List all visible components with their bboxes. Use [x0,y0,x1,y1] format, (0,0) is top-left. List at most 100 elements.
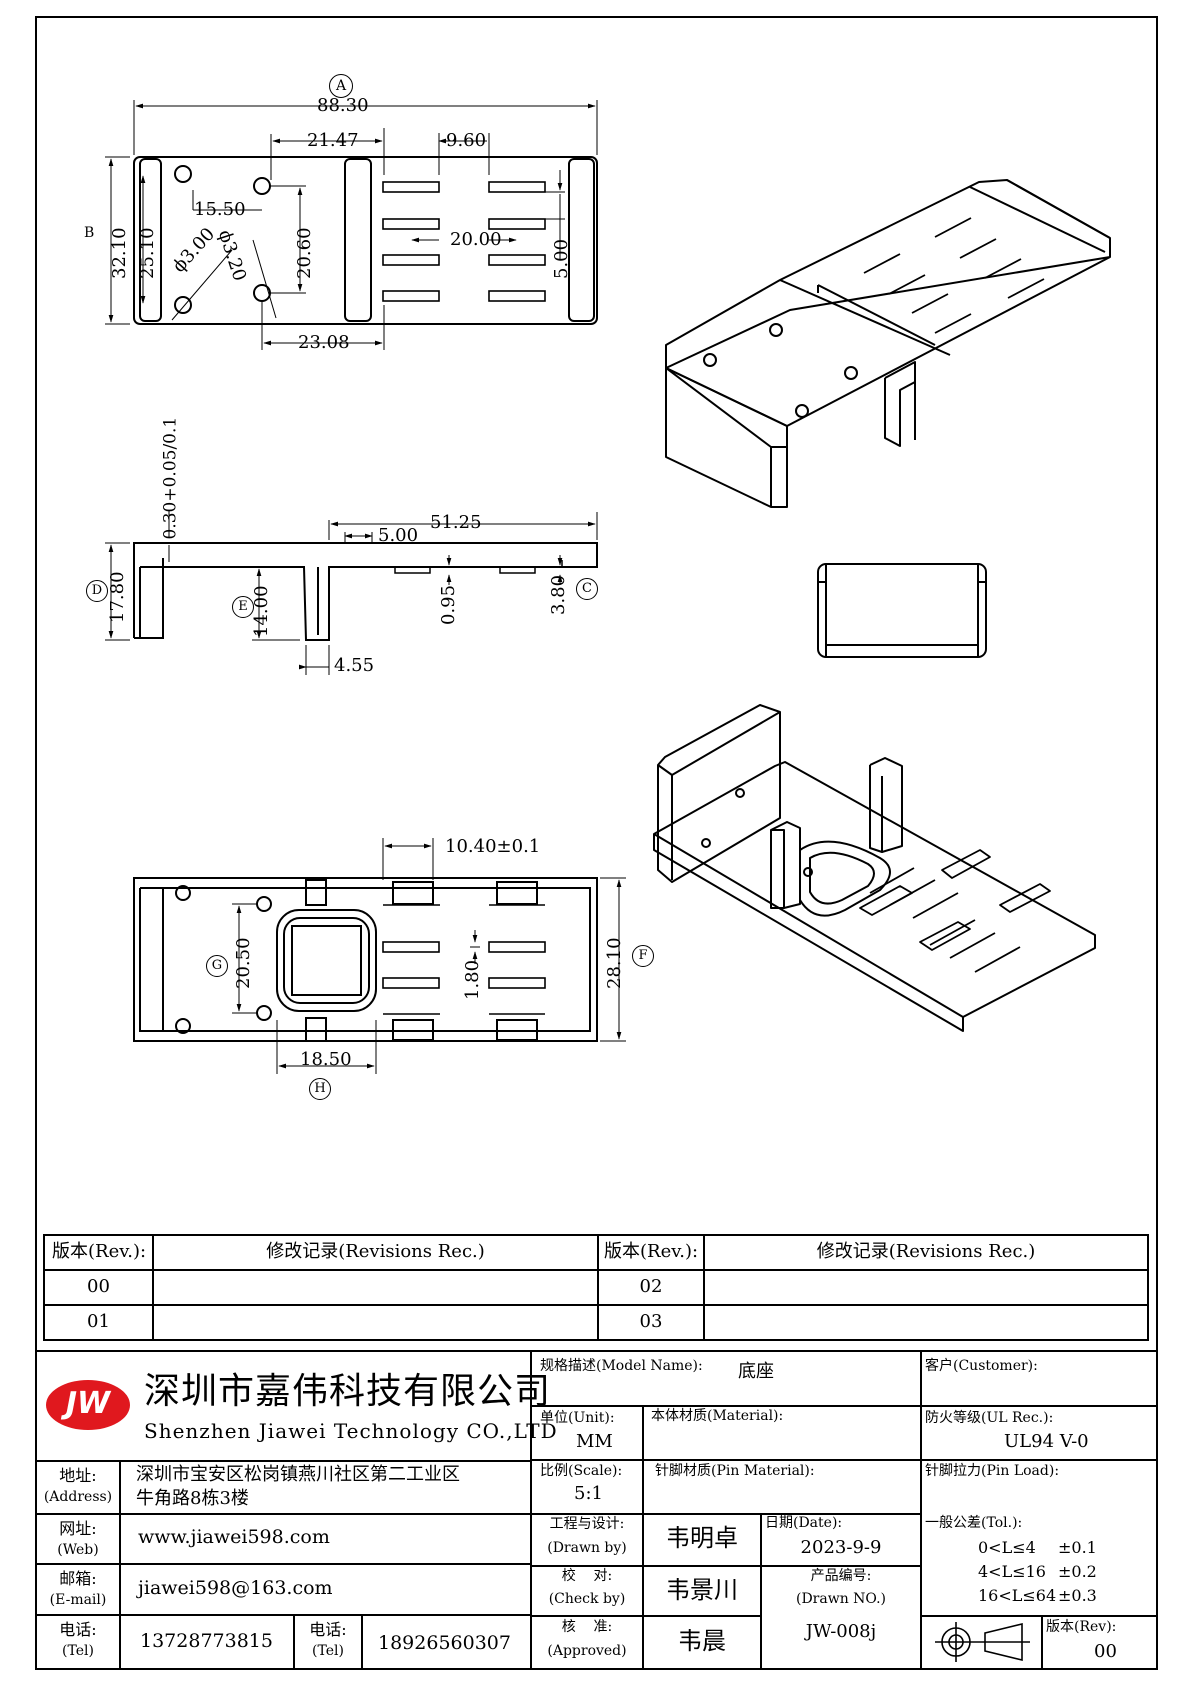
scale-label: 比例(Scale): [540,1463,623,1479]
company-name-en: Shenzhen Jiawei Technology CO.,LTD [144,1419,558,1443]
company-name-cn: 深圳市嘉伟科技有限公司 [144,1371,552,1412]
callout-g: G [206,955,228,977]
callout-c: C [576,578,598,600]
check-label-en: (Check by) [548,1591,626,1607]
callout-b: B [84,225,95,241]
approve-label-en: (Approved) [547,1643,627,1659]
email-label: 邮箱: [59,1569,97,1588]
dim-10-40: 10.40±0.1 [445,836,541,857]
model-label: 规格描述(Model Name): [540,1358,703,1374]
logo-ellipse [46,1380,130,1430]
address-label: 地址: [59,1466,97,1485]
rev-01: 01 [87,1311,110,1332]
bottom-view-dimensions [232,838,626,1074]
callout-h: H [309,1078,331,1100]
dim-9-60: 9.60 [446,130,487,151]
bottom-view [133,877,598,1042]
dim-32-10: 32.10 [109,227,130,279]
rev-label: 版本(Rev): [1046,1619,1117,1635]
drawn-no-label: 产品编号: [810,1568,872,1584]
projection-symbol-icon [935,1622,1030,1662]
drawn-value: 韦明卓 [666,1524,738,1552]
isometric-view-bottom [653,704,1096,1032]
rec-header-left: 修改记录(Revisions Rec.) [266,1241,485,1262]
rev-00: 00 [87,1276,110,1297]
unit-label: 单位(Unit): [540,1410,615,1426]
drawn-label-en: (Drawn by) [547,1540,627,1556]
dim-15-50: 15.50 [194,199,246,220]
dim-20-50: 20.50 [233,937,254,989]
drawn-no-label-en: (Drawn NO.) [796,1591,886,1607]
dim-14-00: 14.00 [251,585,272,637]
dim-25-10: 25.10 [137,227,158,279]
revision-table [43,1234,1149,1341]
ul-label: 防火等级(UL Rec.): [925,1410,1054,1426]
tol-range-3: 16<L≤64 [978,1586,1057,1605]
customer-label: 客户(Customer): [925,1358,1038,1374]
email-value[interactable]: jiawei598@163.com [138,1577,333,1599]
address-line2: 牛角路8栋3楼 [136,1488,249,1509]
unit-value: MM [576,1431,613,1452]
web-value[interactable]: www.jiawei598.com [138,1526,330,1548]
dim-4-55: 4.55 [334,655,375,676]
dim-17-80: 17.80 [107,571,128,623]
scale-value: 5:1 [574,1483,603,1504]
rec-header-right: 修改记录(Revisions Rec.) [816,1241,1036,1262]
tol-range-1: 0<L≤4 [978,1538,1036,1557]
drawn-label: 工程与设计: [549,1516,625,1532]
dim-5-00-v: 5.00 [551,238,572,279]
tel-label-en-2: (Tel) [312,1643,344,1659]
tol-label: 一般公差(Tol.): [925,1515,1023,1531]
side-view [133,542,598,641]
dim-3-80: 3.80 [548,574,569,615]
dim-88-30: 88.30 [317,95,369,116]
dim-18-50: 18.50 [300,1049,352,1070]
dim-5-00-h: 5.00 [378,525,419,546]
dim-23-08: 23.08 [298,332,350,353]
approve-label: 核 准: [561,1619,613,1635]
tol-val-3: ±0.3 [1058,1586,1097,1605]
dim-20-60: 20.60 [294,227,315,279]
end-view [817,563,987,658]
tol-range-2: 4<L≤16 [978,1562,1046,1581]
tol-val-2: ±0.2 [1058,1562,1097,1581]
callout-d: D [86,580,108,602]
top-view [133,156,598,325]
dim-28-10: 28.10 [604,937,625,989]
pin-material-label: 针脚材质(Pin Material): [655,1463,815,1479]
ul-value: UL94 V-0 [1004,1431,1089,1452]
tel-label-2: 电话: [309,1620,347,1639]
rev-03: 03 [639,1311,663,1332]
tel-label-en: (Tel) [62,1643,94,1659]
side-view-dimensions [105,510,598,675]
model-value: 底座 [738,1361,774,1382]
rev-02: 02 [639,1276,663,1297]
isometric-view-top [665,179,1111,508]
rev-header-right: 版本(Rev.): [604,1241,699,1262]
date-value: 2023-9-9 [800,1537,882,1558]
tel-value-2: 18926560307 [378,1632,511,1654]
address-label-en: (Address) [43,1489,113,1505]
dim-1-80: 1.80 [462,959,483,1000]
tel-value-1: 13728773815 [140,1630,273,1652]
check-label: 校 对: [561,1568,613,1584]
address-line1: 深圳市宝安区松岗镇燕川社区第二工业区 [136,1464,460,1485]
callout-f: F [632,945,654,967]
rev-header-left: 版本(Rev.): [52,1241,147,1262]
callout-a: A [329,74,353,98]
date-label: 日期(Date): [765,1515,843,1531]
drawn-no-value: JW-008j [805,1621,877,1642]
email-label-en: (E-mail) [49,1592,107,1608]
tol-val-1: ±0.1 [1058,1538,1097,1557]
callout-e: E [232,596,254,618]
dim-0-95: 0.95 [438,584,459,625]
title-block [35,1350,1158,1670]
top-view-dimensions [105,100,598,350]
rev-value: 00 [1094,1641,1117,1662]
dim-0-30-tol: 0.30+0.05/0.1 [160,416,181,540]
material-label: 本体材质(Material): [651,1408,784,1424]
tel-label: 电话: [59,1620,97,1639]
company-logo: JW [65,1386,111,1421]
check-value: 韦景川 [666,1576,738,1604]
dim-21-47: 21.47 [307,130,359,151]
